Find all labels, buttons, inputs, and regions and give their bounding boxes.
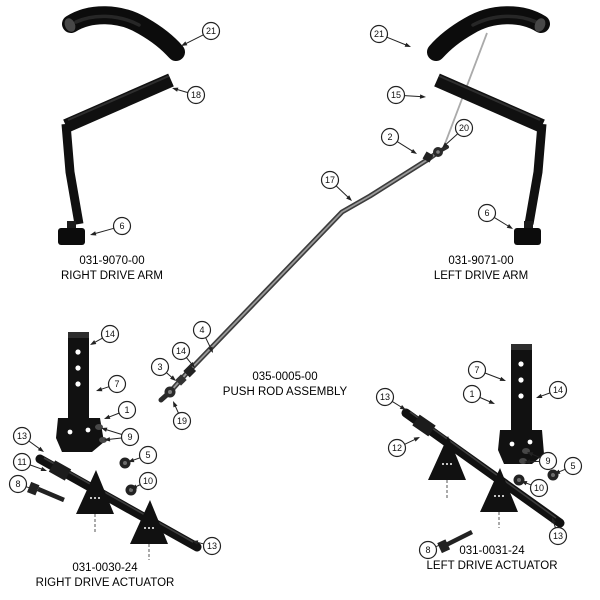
callout-11: 11 [12,452,47,472]
callout-18: 18 [172,85,206,105]
left-drive-actuator-drawing [401,344,565,554]
callout-21: 21 [181,21,221,46]
callout-7: 7 [96,374,127,394]
callout-9: 9 [101,427,140,447]
svg-text:13: 13 [380,392,390,402]
callout-21: 21 [369,24,411,47]
svg-text:5: 5 [570,461,575,471]
left-drive-arm-drawing [427,6,550,245]
svg-text:7: 7 [474,365,479,375]
svg-text:9: 9 [127,432,132,442]
left-drive-arm-part-number: 031-9071-00 [448,255,514,267]
right-drive-arm-label: 031-9070-00 RIGHT DRIVE ARM [61,254,163,284]
callout-14: 14 [90,324,120,345]
callout-12: 12 [387,437,420,458]
push-rod-assembly-label: 035-0005-00 PUSH ROD ASSEMBLY [223,370,347,400]
svg-text:21: 21 [206,26,216,36]
svg-text:6: 6 [484,208,489,218]
svg-text:10: 10 [534,483,544,493]
callout-1: 1 [104,400,137,420]
right-drive-actuator-name: RIGHT DRIVE ACTUATOR [35,577,175,589]
push-rod-drawing [158,145,449,403]
callout-6: 6 [477,203,513,229]
svg-text:7: 7 [114,379,119,389]
svg-text:13: 13 [553,531,563,541]
svg-text:6: 6 [119,221,124,231]
right-drive-arm-part-number: 031-9070-00 [79,255,145,267]
right-drive-arm-name: RIGHT DRIVE ARM [60,270,164,282]
svg-text:1: 1 [469,389,474,399]
callout-10: 10 [521,478,549,498]
svg-text:21: 21 [374,29,384,39]
callout-19: 19 [172,401,192,431]
callout-15: 15 [386,85,426,105]
callout-13: 13 [192,536,222,556]
right-drive-actuator-part-number: 031-0030-24 [72,562,138,574]
callout-20: 20 [442,118,474,148]
callout-8: 8 [8,474,39,494]
svg-text:12: 12 [392,443,402,453]
svg-text:8: 8 [425,545,430,555]
left-drive-actuator-part-number: 031-0031-24 [459,545,525,557]
svg-text:3: 3 [157,362,162,372]
callout-7: 7 [467,360,506,381]
callout-1: 1 [462,384,495,404]
callout-4: 4 [192,320,213,353]
svg-text:14: 14 [553,385,563,395]
callout-8: 8 [418,540,447,560]
svg-text:20: 20 [459,123,469,133]
left-drive-actuator-label: 031-0031-24 LEFT DRIVE ACTUATOR [427,544,558,574]
svg-text:14: 14 [176,346,186,356]
svg-text:13: 13 [207,541,217,551]
right-drive-arm-drawing [58,6,185,245]
push-rod-name: PUSH ROD ASSEMBLY [222,386,348,398]
callout-13: 13 [375,387,406,410]
left-drive-arm-name: LEFT DRIVE ARM [433,270,529,282]
svg-text:5: 5 [145,450,150,460]
svg-text:18: 18 [191,90,201,100]
callout-13: 13 [548,517,568,546]
svg-text:11: 11 [17,457,26,467]
svg-text:19: 19 [177,416,187,426]
callout-17: 17 [320,170,352,201]
svg-text:14: 14 [105,329,115,339]
callout-2: 2 [380,127,417,154]
callout-10: 10 [131,471,158,491]
push-rod-part-number: 035-0005-00 [252,371,318,383]
callout-9: 9 [524,451,558,471]
callout-14: 14 [171,341,195,368]
right-drive-actuator-drawing [27,332,202,560]
right-drive-actuator-label: 031-0030-24 RIGHT DRIVE ACTUATOR [36,561,175,591]
callout-14: 14 [536,380,568,400]
svg-text:17: 17 [325,175,335,185]
svg-text:13: 13 [17,431,27,441]
svg-text:1: 1 [124,405,129,415]
svg-text:8: 8 [15,479,20,489]
callout-3: 3 [150,357,176,381]
callout-5: 5 [554,456,583,476]
callout-6: 6 [90,216,132,236]
left-drive-arm-label: 031-9071-00 LEFT DRIVE ARM [434,254,528,284]
callout-13: 13 [12,426,44,452]
svg-text:4: 4 [199,325,204,335]
callout-5: 5 [128,445,158,465]
svg-text:15: 15 [391,90,401,100]
svg-text:9: 9 [545,456,550,466]
left-drive-actuator-name: LEFT DRIVE ACTUATOR [426,560,558,572]
svg-text:10: 10 [143,476,153,486]
svg-text:2: 2 [387,132,392,142]
